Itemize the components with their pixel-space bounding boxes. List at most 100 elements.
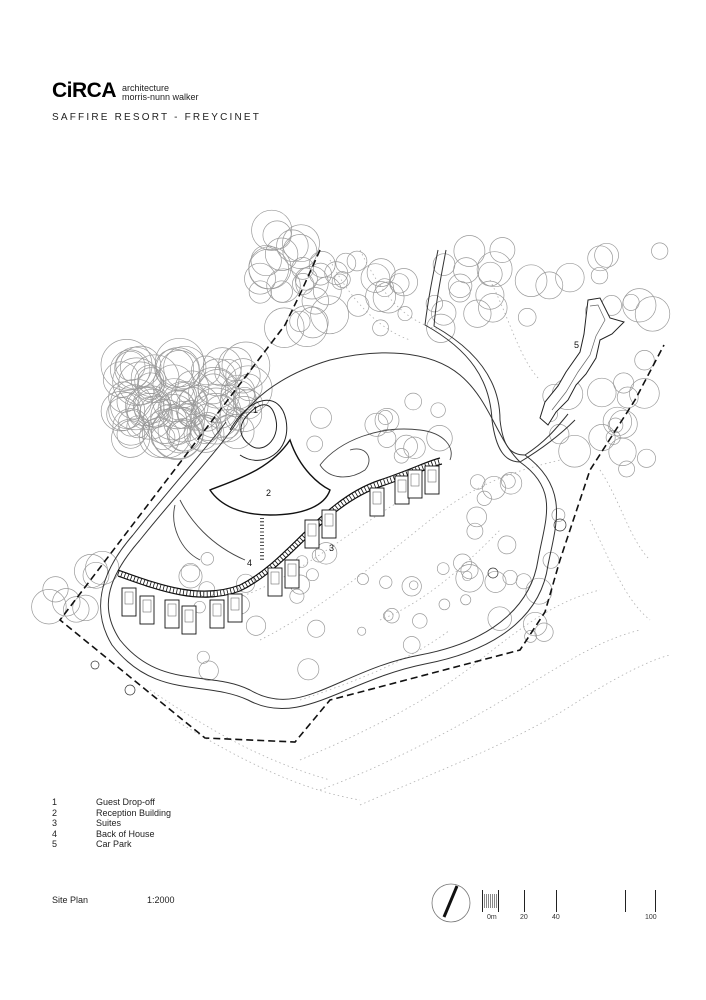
- tree-icon: [372, 319, 389, 337]
- tree-icon: [124, 684, 136, 696]
- scale-bar-tick: [556, 890, 557, 912]
- suite-building: [227, 593, 243, 623]
- north-arrow: [431, 883, 471, 923]
- tree-icon: [154, 348, 195, 389]
- car-park-inner: [551, 304, 606, 411]
- tree-icon: [294, 267, 318, 291]
- scale-bar-fine-tick: [496, 894, 497, 908]
- tree-canopy: [31, 209, 671, 696]
- tree-icon: [455, 564, 484, 593]
- tree-icon: [142, 399, 188, 444]
- tree-icon: [31, 589, 67, 625]
- tree-icon: [248, 246, 292, 290]
- tree-icon: [517, 308, 537, 327]
- tree-icon: [114, 346, 157, 390]
- project-title: SAFFIRE RESORT - FREYCINET: [52, 112, 262, 123]
- suite-building: [121, 587, 137, 617]
- legend-label: Suites: [96, 818, 122, 828]
- tree-icon: [176, 403, 201, 427]
- tree-icon: [226, 396, 263, 432]
- tree-icon: [264, 307, 305, 348]
- tree-icon: [112, 408, 150, 446]
- tree-icon: [197, 373, 229, 405]
- legend-number: 2: [52, 807, 58, 818]
- scale-bar-label: 0m: [487, 914, 497, 921]
- drawing-scale: 1:2000: [147, 895, 175, 905]
- tree-icon: [431, 300, 457, 326]
- plan-label-5: 5: [574, 340, 579, 350]
- tree-icon: [142, 409, 192, 459]
- tree-icon: [555, 262, 585, 293]
- brand-subtitle-firm: morris-nunn walker: [122, 92, 199, 102]
- plan-label-2: 2: [266, 488, 271, 498]
- tree-icon: [487, 606, 512, 631]
- tree-icon: [224, 365, 273, 413]
- tree-icon: [218, 347, 253, 382]
- tree-icon: [334, 271, 351, 288]
- tree-icon: [248, 280, 272, 304]
- scale-bar-tick: [625, 890, 626, 912]
- tree-icon: [404, 392, 422, 411]
- tree-icon: [487, 567, 499, 579]
- tree-icon: [297, 658, 320, 681]
- tree-icon: [377, 410, 393, 425]
- tree-icon: [426, 313, 456, 343]
- tree-icon: [365, 281, 396, 312]
- tree-icon: [152, 364, 195, 407]
- road-network: [100, 249, 576, 710]
- tree-icon: [276, 229, 309, 262]
- tree-icon: [594, 242, 619, 268]
- tree-icon: [42, 576, 69, 603]
- tree-icon: [310, 295, 349, 335]
- tree-icon: [470, 474, 486, 490]
- tree-icon: [357, 626, 367, 636]
- tree-icon: [403, 436, 426, 459]
- suite-deck: [397, 479, 407, 493]
- plan-label-3: 3: [329, 543, 334, 553]
- tree-icon: [515, 573, 532, 590]
- tree-icon: [106, 397, 140, 431]
- scale-bar-fine-tick: [488, 894, 489, 908]
- tree-icon: [126, 415, 150, 439]
- tree-icon: [100, 339, 153, 391]
- tree-icon: [180, 562, 201, 583]
- north-arrow-needle: [442, 885, 459, 918]
- tree-icon: [466, 522, 484, 540]
- tree-icon: [282, 224, 320, 263]
- tree-icon: [289, 310, 311, 332]
- tree-icon: [637, 448, 656, 468]
- scale-bar-fine-tick: [494, 894, 495, 908]
- tree-icon: [651, 242, 669, 260]
- tree-icon: [346, 250, 368, 272]
- tree-icon: [82, 561, 110, 589]
- tree-icon: [374, 408, 400, 433]
- tree-icon: [587, 245, 614, 272]
- tree-icon: [382, 610, 394, 622]
- scale-bar-fine-tick: [490, 894, 491, 908]
- tree-icon: [346, 294, 370, 317]
- legend-number: 3: [52, 818, 58, 828]
- scale-bar: 0m 20 40 100: [480, 888, 670, 928]
- tree-icon: [196, 383, 237, 424]
- tree-icon: [449, 280, 471, 303]
- suite-building: [164, 599, 180, 629]
- tree-icon: [476, 490, 492, 506]
- tree-icon: [126, 393, 174, 440]
- tree-icon: [108, 392, 146, 429]
- suite-deck: [372, 491, 382, 505]
- tree-icon: [292, 273, 314, 295]
- tree-icon: [608, 437, 637, 466]
- tree-icon: [489, 237, 516, 263]
- tree-icon: [139, 395, 173, 428]
- lawn-edge: [173, 428, 452, 561]
- tree-icon: [331, 273, 348, 290]
- scale-bar-label: 40: [552, 914, 560, 921]
- tree-icon: [430, 402, 446, 418]
- tree-icon: [250, 244, 282, 277]
- tree-icon: [607, 417, 624, 434]
- tree-icon: [453, 257, 480, 284]
- suite-deck: [124, 591, 134, 605]
- tree-icon: [366, 258, 396, 287]
- tree-icon: [211, 409, 245, 443]
- tree-icon: [616, 386, 639, 409]
